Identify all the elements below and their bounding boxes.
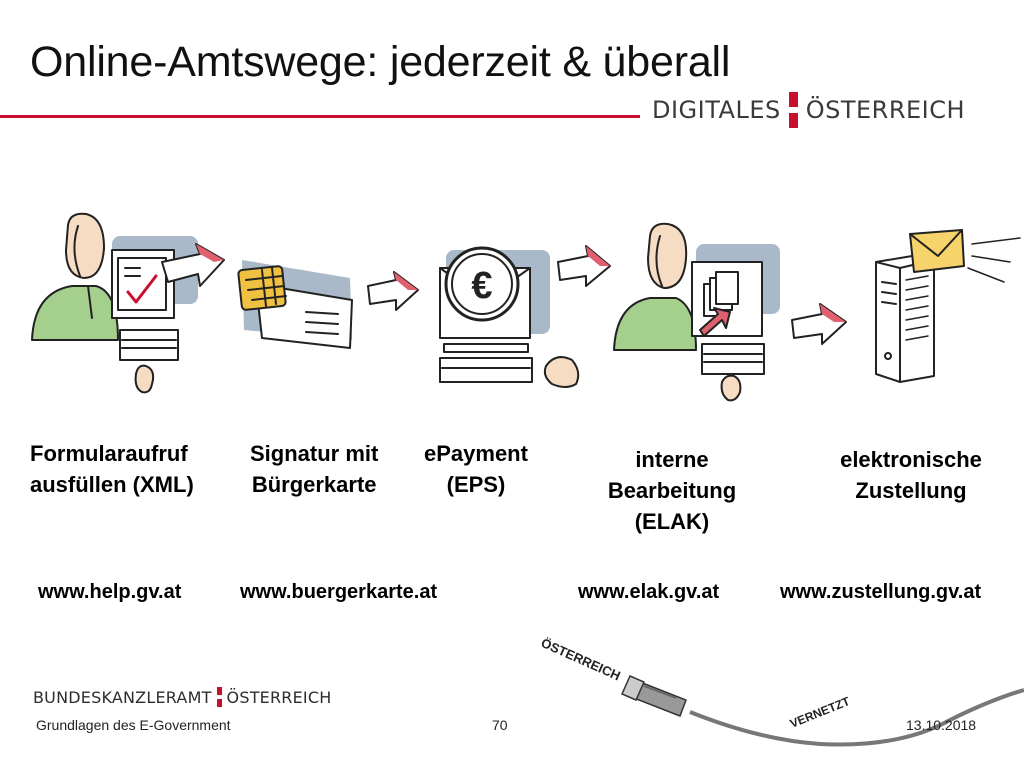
epayment-computer-illustration	[439, 246, 580, 388]
process-illustration: €	[31, 212, 1021, 402]
logo-top-mark	[788, 92, 798, 128]
step-label-epayment: ePayment(EPS)	[424, 441, 528, 497]
logo-bottom-mark	[216, 687, 222, 707]
footer-title: Grundlagen des E-Government	[36, 717, 231, 733]
arrow-2	[367, 271, 419, 311]
logo-bottom-right-word: ÖSTERREICH	[226, 687, 332, 707]
arrow-4	[791, 303, 847, 345]
url-elak[interactable]: www.elak.gv.at	[578, 581, 720, 603]
url-buergerkarte[interactable]: www.buergerkarte.at	[240, 581, 438, 603]
url-zustellung[interactable]: www.zustellung.gv.at	[780, 581, 982, 603]
euro-symbol: €	[471, 265, 492, 307]
cable-label-top: ÖSTERREICH	[539, 635, 623, 683]
elak-computer-illustration	[613, 222, 780, 402]
bundeskanzleramt-logo: BUNDESKANZLERAMT ÖSTERREICH	[33, 686, 331, 708]
logo-top-right-word: ÖSTERREICH	[805, 96, 966, 124]
footer-date: 13.10.2018	[906, 717, 977, 733]
cable-label-bottom: VERNETZT	[788, 694, 853, 731]
title-rule	[0, 115, 640, 118]
signature-card-illustration	[237, 260, 353, 349]
footer-page-number: 70	[492, 717, 508, 733]
slide-title: Online-Amtswege: jederzeit & überall	[30, 38, 731, 86]
form-computer-illustration	[31, 212, 225, 394]
server-envelope-illustration	[875, 229, 1021, 383]
usb-cable-illustration: ÖSTERREICH VERNETZT	[539, 635, 1024, 747]
digitales-oesterreich-logo: DIGITALES ÖSTERREICH	[652, 92, 965, 128]
logo-bottom-left-word: BUNDESKANZLERAMT	[33, 687, 212, 707]
logo-top-left-word: DIGITALES	[652, 96, 781, 124]
url-help[interactable]: www.help.gv.at	[38, 581, 182, 603]
